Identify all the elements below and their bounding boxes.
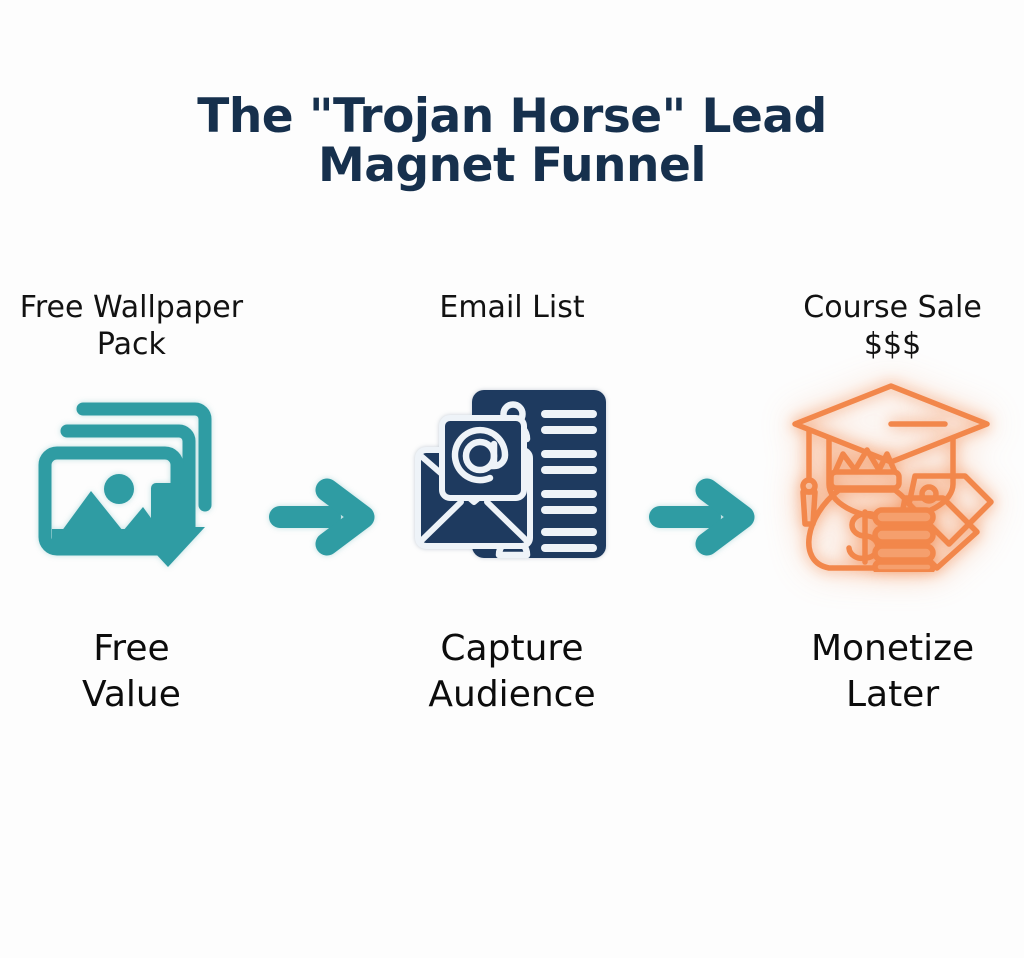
title-container: The "Trojan Horse" Lead Magnet Funnel	[0, 92, 1024, 191]
email-contact-list-icon	[404, 374, 619, 574]
funnel-stage-email-list: Email List	[381, 290, 644, 718]
arrow-right-icon-2	[643, 290, 761, 556]
funnel-stage-course-sale: Course Sale $$$	[761, 290, 1024, 718]
arrow-right-icon-1	[263, 290, 381, 556]
stage-top-label-course-sale: Course Sale $$$	[803, 290, 982, 362]
page-title: The "Trojan Horse" Lead Magnet Funnel	[197, 89, 827, 194]
funnel-stage-free-wallpaper-pack: Free Wallpaper Pack	[0, 290, 263, 718]
stage-bottom-label-capture-audience: Capture Audience	[428, 628, 596, 716]
image-stack-download-icon	[24, 374, 239, 574]
stage-bottom-label-free-value: Free Value	[82, 628, 181, 716]
stage-top-label-email-list: Email List	[439, 290, 585, 325]
stage-bottom-label-monetize-later: Monetize Later	[810, 628, 975, 716]
funnel-row: Free Wallpaper Pack	[0, 290, 1024, 790]
graduation-money-bag-icon	[785, 374, 1000, 574]
stage-top-label-free-wallpaper-pack: Free Wallpaper Pack	[19, 290, 244, 362]
